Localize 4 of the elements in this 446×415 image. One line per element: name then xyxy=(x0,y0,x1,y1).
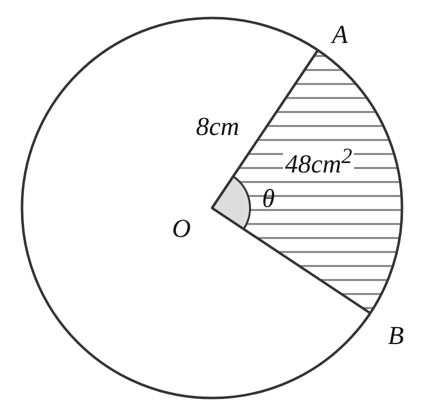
point-label: O xyxy=(171,216,192,242)
point-label: A xyxy=(330,22,349,48)
point-label: B xyxy=(387,323,405,349)
angle-label: θ xyxy=(261,186,276,212)
